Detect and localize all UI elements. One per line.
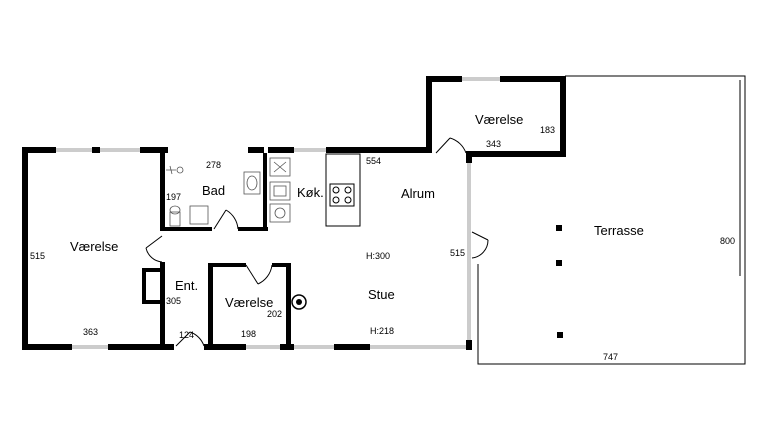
dimension-label: 183 (540, 125, 555, 135)
dimension-label: 515 (450, 248, 465, 258)
interior-walls (142, 147, 291, 350)
dimension-label: 363 (83, 327, 98, 337)
dimension-label: H:218 (370, 326, 394, 336)
room-label-terrasse: Terrasse (594, 223, 644, 238)
room-label-vaerelse-small: Værelse (225, 295, 273, 310)
room-label-alrum: Alrum (401, 186, 435, 201)
fixtures (166, 153, 563, 338)
room-label-vaerelse-left: Værelse (70, 239, 118, 254)
exterior-walls (22, 76, 566, 350)
dimension-label: 305 (166, 296, 181, 306)
dimension-label: 197 (166, 192, 181, 202)
dimension-label: 515 (30, 251, 45, 261)
room-label-ent: Ent. (175, 278, 198, 293)
door-swings (145, 137, 489, 347)
dimension-label: 747 (603, 352, 618, 362)
room-label-stue: Stue (368, 287, 395, 302)
dimension-label: 202 (267, 309, 282, 319)
dimension-label: 124 (179, 330, 194, 340)
terrace-outline (477, 75, 746, 365)
room-label-bad: Bad (202, 183, 225, 198)
room-label-vaerelse-top: Værelse (475, 112, 523, 127)
dimension-label: 278 (206, 160, 221, 170)
dimension-label: 343 (486, 139, 501, 149)
dimension-label: 198 (241, 329, 256, 339)
dimension-label: 800 (720, 236, 735, 246)
windows (56, 77, 500, 349)
room-label-kok: Køk. (297, 185, 324, 200)
dimension-label: H:300 (366, 251, 390, 261)
dimension-label: 554 (366, 156, 381, 166)
